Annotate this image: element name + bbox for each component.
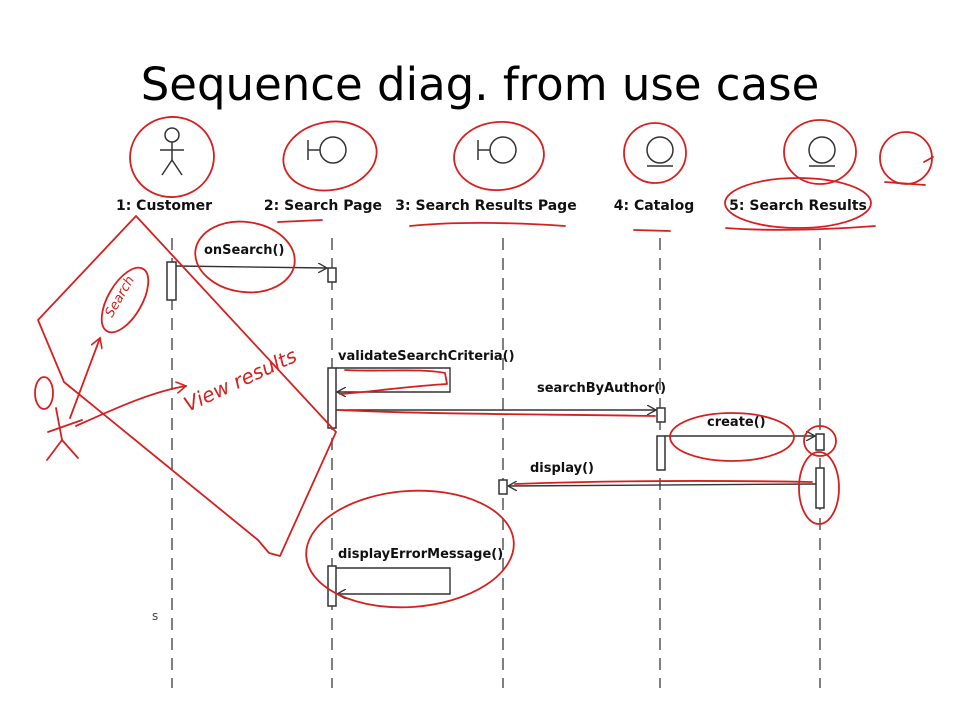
annotation-stick-figure (61, 439, 79, 459)
activation-bar (327, 565, 337, 607)
activation-bar (815, 433, 825, 451)
annotation-layer (34, 116, 934, 609)
annotation-circle (129, 116, 215, 198)
annotation-underline (725, 225, 876, 231)
annotation-arrow (75, 386, 186, 427)
annotation-box (37, 215, 337, 557)
message-arrow (336, 367, 451, 392)
annotation-underline (514, 480, 813, 485)
annotation-circle (453, 121, 545, 191)
message-label-validate: validateSearchCriteria() (338, 349, 515, 364)
annotation-scribble (339, 369, 448, 395)
annotation-underline (337, 409, 656, 417)
object-label-search-results-page: 3: Search Results Page (395, 198, 576, 214)
message-arrow (336, 567, 451, 594)
annotation-circle (798, 451, 840, 525)
activation-bar (656, 407, 666, 423)
object-label-customer: 1: Customer (116, 198, 212, 214)
annotation-circle (623, 122, 687, 184)
activation-bar (656, 435, 666, 471)
activation-bar (327, 367, 337, 429)
annotation-stroke (884, 181, 926, 186)
annotation-circle (282, 120, 378, 192)
activation-bar (498, 479, 508, 495)
object-label-catalog: 4: Catalog (614, 198, 695, 214)
object-label-search-page: 2: Search Page (264, 198, 382, 214)
object-label-search-results: 5: Search Results (729, 198, 867, 214)
slide-title: Sequence diag. from use case (140, 58, 820, 111)
boundary-icon (307, 136, 347, 164)
boundary-icon (477, 136, 517, 164)
message-label-displayerror: displayErrorMessage() (338, 547, 503, 562)
actor-icon (160, 127, 184, 176)
annotation-underline (409, 222, 566, 227)
annotation-handwriting: View results (180, 343, 300, 416)
annotation-stick-figure (55, 407, 63, 441)
message-label-onsearch: onSearch() (204, 243, 284, 258)
annotation-arrow (69, 338, 100, 419)
activation-bar (815, 467, 825, 509)
annotation-stick-figure (34, 376, 54, 410)
annotation-circle (194, 220, 296, 294)
annotation-circle (724, 177, 872, 229)
annotation-stick-figure (47, 419, 83, 433)
annotation-underline (633, 229, 671, 232)
annotation-stick-figure (46, 439, 63, 461)
message-label-searchbyauthor: searchByAuthor() (537, 381, 666, 396)
annotation-underline (277, 219, 323, 223)
message-arrow (175, 266, 327, 268)
annotation-circle (879, 131, 933, 185)
annotation-circle (803, 425, 837, 457)
message-label-display: display() (530, 461, 594, 476)
residue-mark: s (152, 609, 158, 623)
message-label-create: create() (707, 415, 766, 430)
annotation-circle (783, 119, 857, 185)
entity-icon (646, 136, 674, 167)
entity-icon (808, 136, 836, 167)
activation-bar (327, 267, 337, 283)
message-arrow (508, 484, 817, 486)
annotation-circle (100, 266, 150, 334)
annotation-stroke (923, 156, 934, 163)
annotation-circle (305, 489, 515, 609)
activation-bar (166, 261, 177, 301)
annotation-circle (669, 412, 795, 462)
